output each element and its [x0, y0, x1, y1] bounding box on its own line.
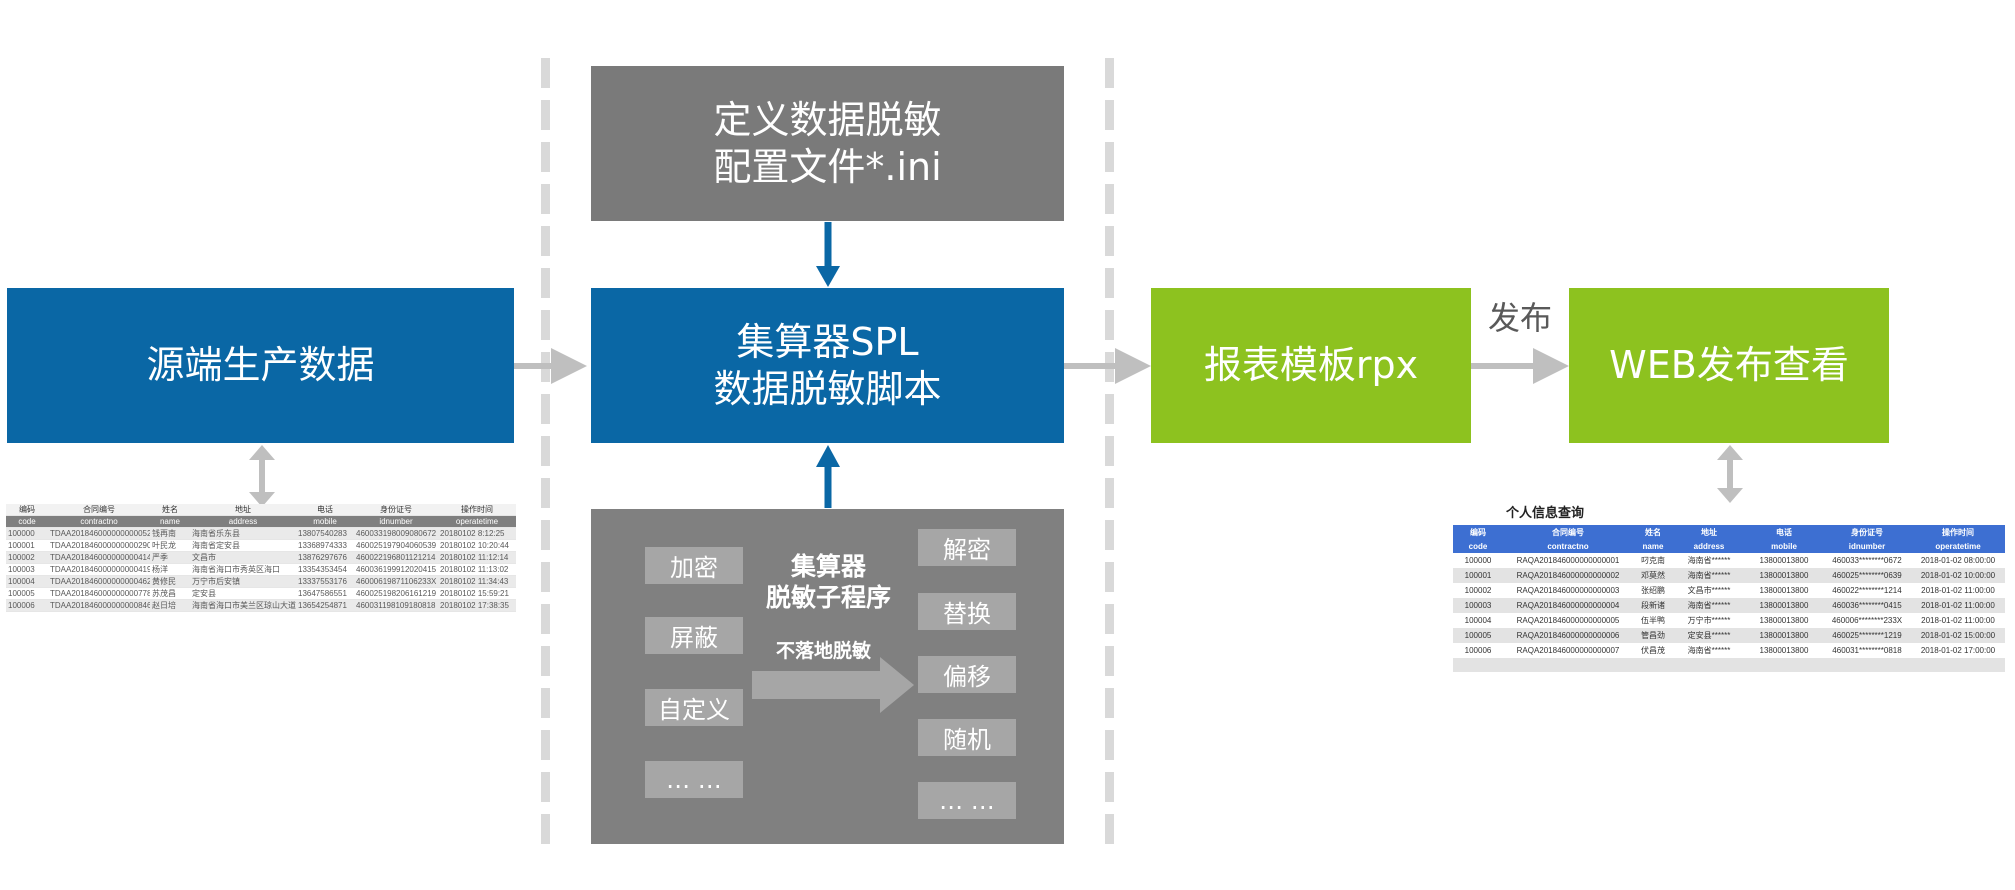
report-footer-row — [1453, 658, 2005, 672]
arrow-sub-to-spl-head — [816, 445, 840, 467]
web-view-box: WEB发布查看 — [1569, 288, 1889, 443]
arrow-config-to-spl-head — [816, 266, 840, 287]
method-offset: 偏移 — [918, 656, 1016, 693]
method-custom: 自定义 — [645, 689, 743, 726]
report-header-en: code contractno name address mobile idnu… — [1453, 539, 2005, 553]
sheet-header-en: code contractno name address mobile idnu… — [6, 515, 516, 528]
no-landing-label: 不落地脱敏 — [776, 640, 872, 662]
method-replace: 替换 — [918, 593, 1016, 630]
subprogram-title-line2: 脱敏子程序 — [765, 583, 891, 613]
method-more-right: … … — [918, 782, 1016, 819]
subprogram-title: 集算器 脱敏子程序 — [756, 551, 901, 614]
report-header-cn: 编码 合同编号 姓名 地址 电话 身份证号 操作时间 — [1453, 525, 2005, 539]
report-template-box: 报表模板rpx — [1151, 288, 1471, 443]
report-template-label: 报表模板rpx — [1203, 343, 1419, 388]
separator-right — [1105, 58, 1114, 850]
report-title: 个人信息查询 — [1505, 506, 1584, 521]
method-decrypt: 解密 — [918, 529, 1016, 566]
separator-left — [541, 58, 550, 850]
method-mask: 屏蔽 — [645, 617, 743, 654]
source-data-sheet: 编码 合同编号 姓名 地址 电话 身份证号 操作时间 code contract… — [6, 504, 516, 612]
double-arrow-source-down — [249, 492, 275, 507]
source-data-box: 源端生产数据 — [7, 288, 514, 443]
sheet-header-cn: 编码 合同编号 姓名 地址 电话 身份证号 操作时间 — [6, 504, 516, 516]
method-encrypt: 加密 — [645, 547, 743, 584]
no-landing-arrow — [752, 657, 914, 713]
double-arrow-source-up — [249, 445, 275, 460]
publish-label: 发布 — [1488, 299, 1553, 337]
double-arrow-web-up — [1717, 445, 1743, 460]
spl-script-box: 集算器SPL 数据脱敏脚本 — [591, 288, 1064, 443]
source-data-label: 源端生产数据 — [146, 343, 375, 388]
config-file-line1: 定义数据脱敏 — [713, 98, 942, 143]
double-arrow-web-down — [1717, 488, 1743, 503]
spl-script-line2: 数据脱敏脚本 — [713, 366, 942, 411]
subprogram-title-line1: 集算器 — [790, 552, 866, 581]
method-random: 随机 — [918, 719, 1016, 756]
spl-script-line1: 集算器SPL — [736, 320, 919, 365]
web-view-label: WEB发布查看 — [1609, 343, 1849, 388]
config-file-box: 定义数据脱敏 配置文件*.ini — [591, 66, 1064, 221]
config-file-line2: 配置文件*.ini — [713, 144, 942, 189]
method-more-left: … … — [645, 761, 743, 798]
report-table: 编码 合同编号 姓名 地址 电话 身份证号 操作时间 code contract… — [1453, 525, 2005, 672]
